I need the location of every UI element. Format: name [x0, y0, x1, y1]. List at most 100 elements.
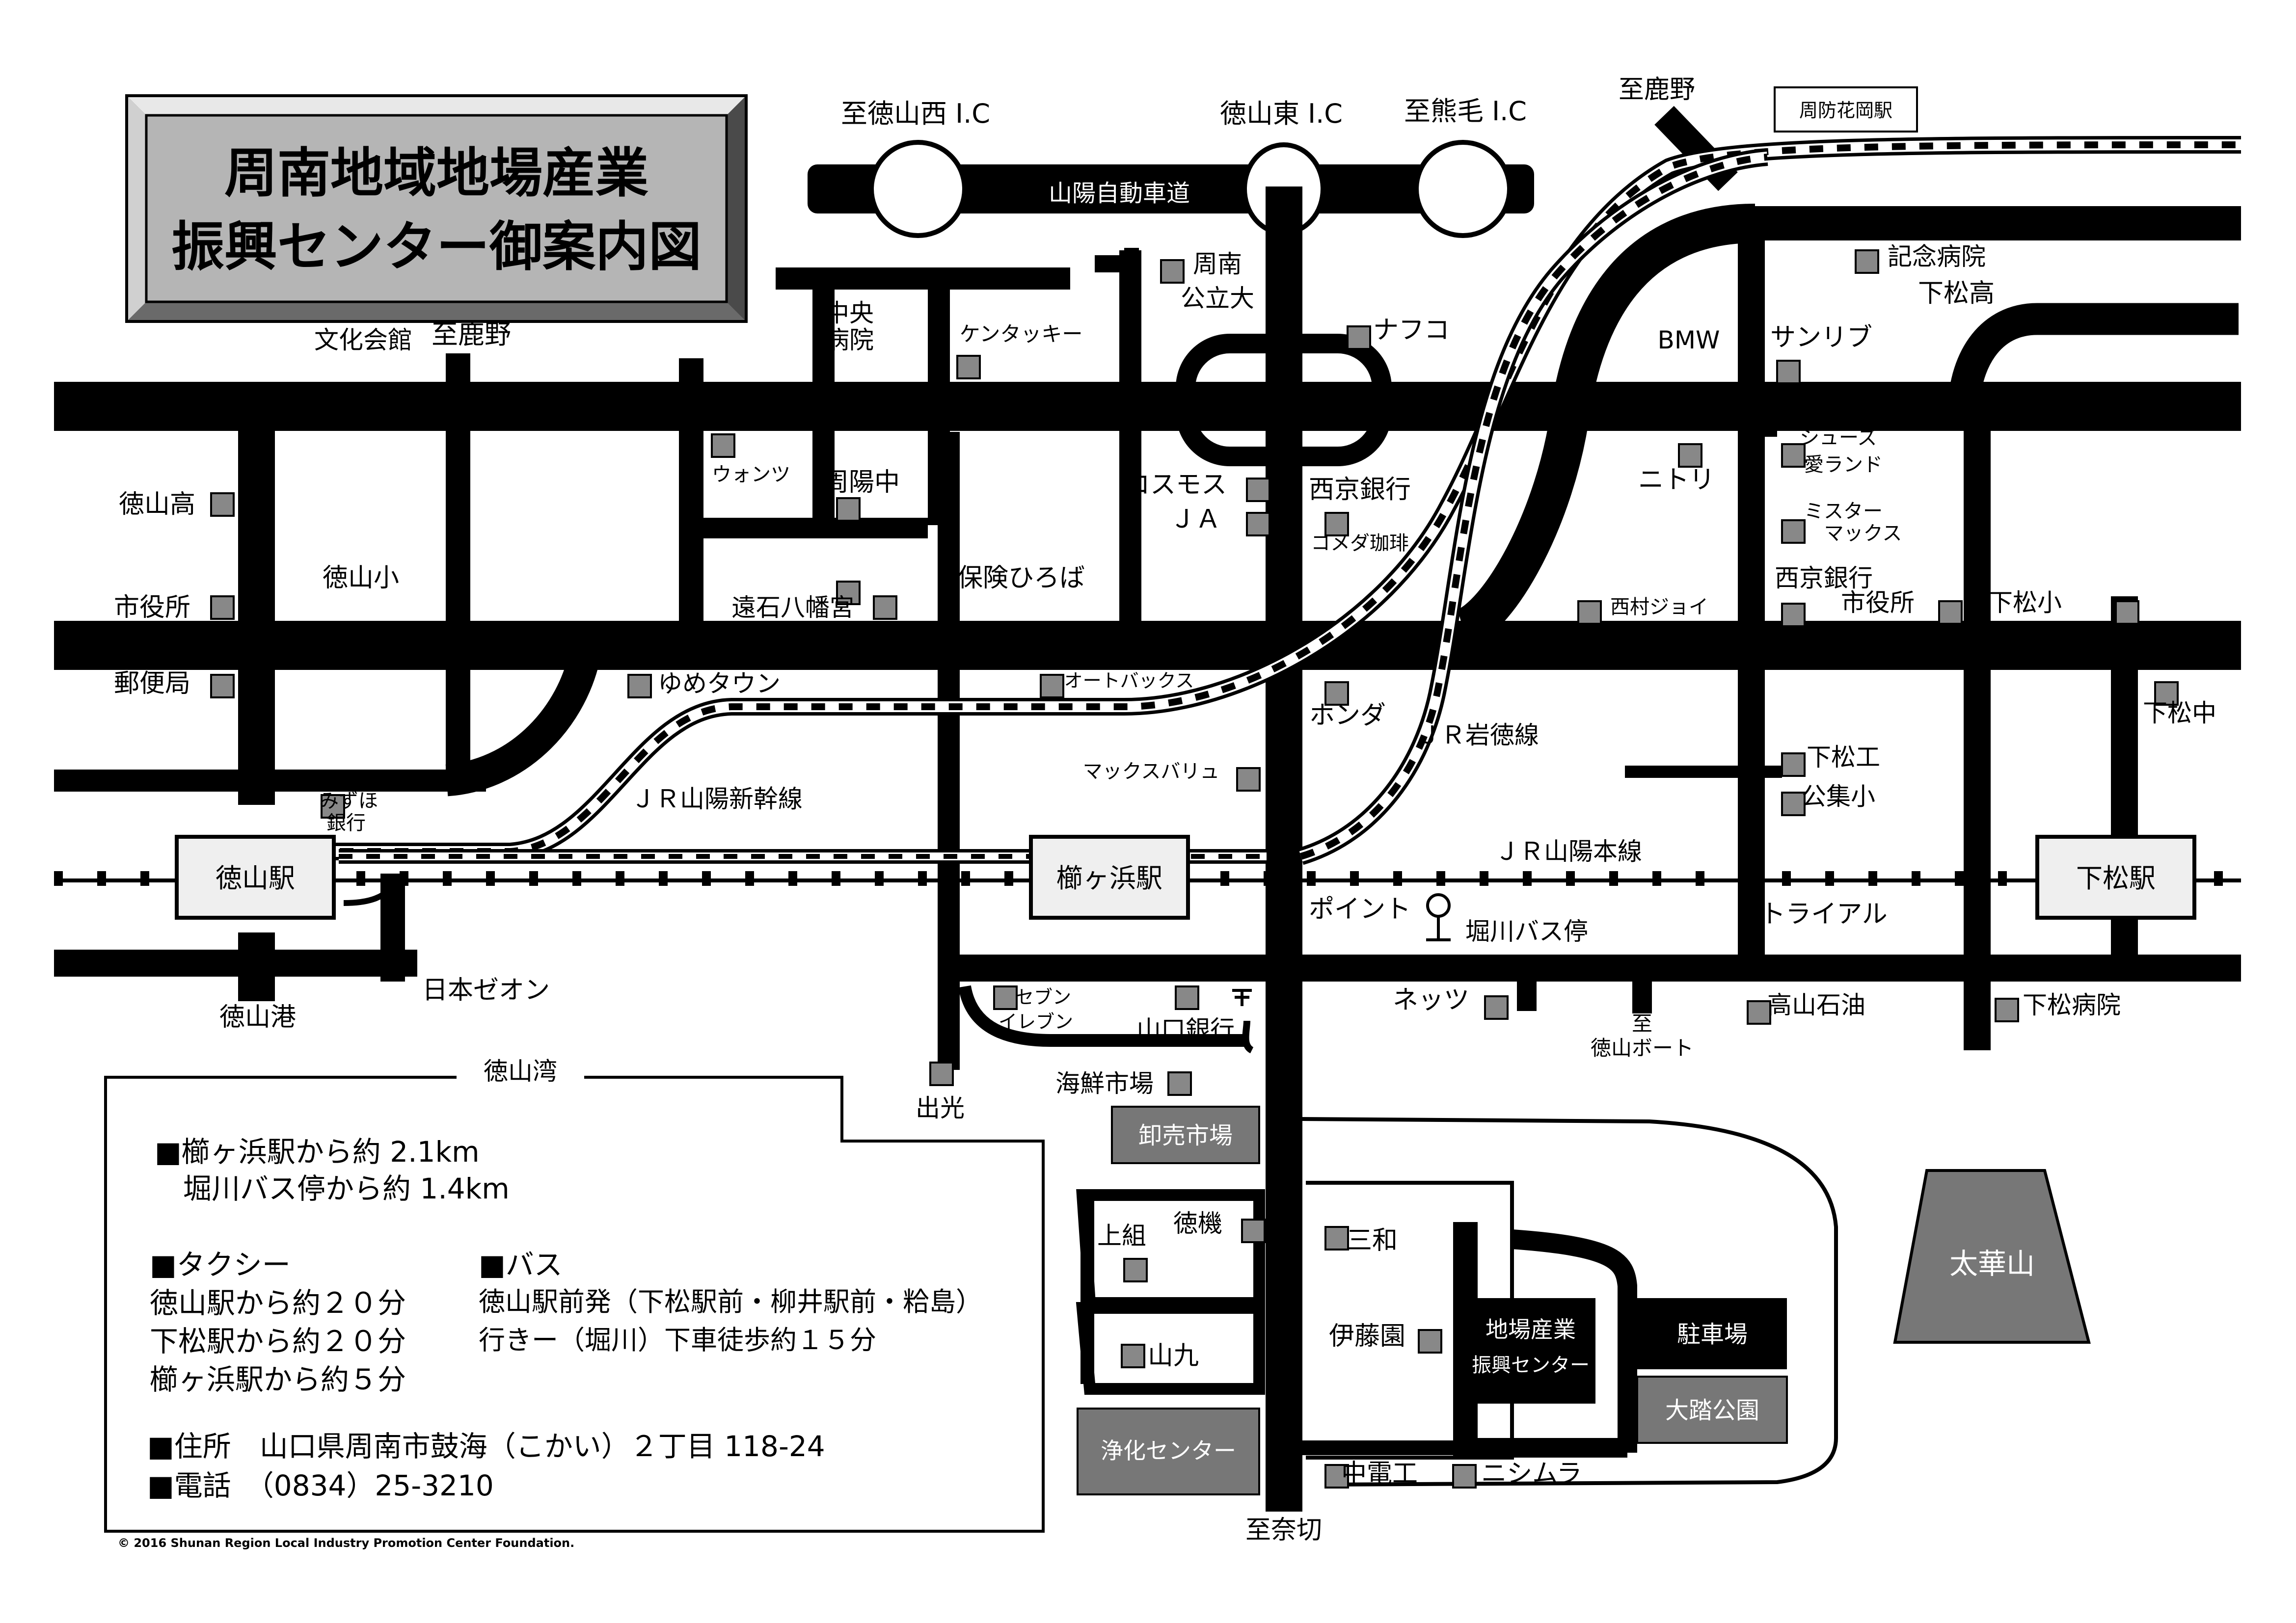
ohfumi-label: 大踏公園: [1665, 1397, 1759, 1424]
label-nishimura: ニシムラ: [1481, 1459, 1582, 1489]
landmark-marker-0: [210, 492, 235, 517]
label-hoken: 保険ひろば: [957, 563, 1085, 593]
info-distance-1: ■櫛ヶ浜駅から約 2.1km: [155, 1135, 480, 1169]
label-toishi: 遠石交差点: [893, 632, 1006, 658]
landmark-marker-32: [1776, 360, 1801, 384]
label-nets: ネッツ: [1393, 985, 1469, 1015]
bay-outline: [104, 1076, 1045, 1533]
label-yamaguchi-bank: 山口銀行: [1136, 1015, 1235, 1044]
station-suohanaoka: [1774, 86, 1918, 133]
landmark-marker-42: [1747, 1000, 1771, 1025]
label-kinen: 記念病院: [1888, 242, 1986, 271]
landmark-marker-1: [210, 595, 235, 620]
road-r366: [938, 955, 2241, 982]
label-autobacs: オートバックス: [1064, 670, 1194, 692]
label-nibancho: 二番町交差点: [386, 632, 522, 658]
label-post: 郵便局: [114, 669, 190, 698]
landmark-marker-10: [627, 674, 652, 698]
label-kudamatsu-hs: 下松高: [1918, 279, 1995, 308]
label-mizuho-1: みずほ: [319, 790, 378, 812]
label-kudamatsu-jhs: 下松中: [2143, 699, 2216, 727]
label-port-2: 徳山ボート: [1591, 1036, 1694, 1060]
info-bus-2: 行きー（堀川）下車徒歩約１５分: [479, 1325, 876, 1356]
stations: 徳山駅 櫛ヶ浜駅 下松駅 周防花岡駅: [175, 86, 2196, 920]
info-taxi-3: 櫛ヶ浜駅から約５分: [150, 1363, 406, 1396]
bay-label: 徳山湾: [484, 1057, 557, 1086]
landmark-marker-40: [1781, 792, 1806, 816]
landmark-marker-19: [1121, 1344, 1145, 1368]
label-takayama: 高山石油: [1767, 991, 1865, 1019]
landmark-marker-4: [711, 433, 735, 458]
landmark-marker-39: [1781, 752, 1806, 777]
label-city-hall2: 市役所: [1841, 588, 1915, 617]
label-zeon: 日本ゼオン: [422, 976, 550, 1005]
landmark-marker-33: [1781, 443, 1806, 468]
label-point: ポイント: [1309, 895, 1411, 924]
ic-west-label: 至徳山西 I.C: [841, 98, 990, 129]
station-tokuyama-label: 徳山駅: [216, 863, 295, 894]
label-city-hall: 市役所: [114, 593, 190, 622]
label-sanku: 山九: [1148, 1341, 1199, 1371]
taikasan-label: 太華山: [1949, 1247, 2035, 1280]
label-shinkansen: ＪＲ山陽新幹線: [631, 785, 803, 813]
info-bus-heading: ■バス: [479, 1248, 563, 1281]
landmark-marker-25: [1246, 478, 1270, 502]
landmark-marker-8: [1160, 259, 1185, 284]
station-kudamatsu-label: 下松駅: [2076, 863, 2156, 894]
title-plaque: 周南地域地場産業 振興センター御案内図: [125, 94, 748, 323]
label-kamigumi-1: 上組: [1097, 1222, 1146, 1250]
landmark-marker-31: [1855, 249, 1879, 274]
landmark-marker-14: [993, 985, 1018, 1010]
road-r347: [54, 621, 2241, 670]
label-kfc: ケンタッキー: [960, 322, 1083, 346]
landmark-marker-37: [2115, 600, 2139, 625]
label-nafuko: ナフコ: [1373, 316, 1450, 345]
landmark-marker-18: [1123, 1258, 1148, 1282]
label-seven-2: イレブン: [999, 1011, 1073, 1033]
label-kano-top: 至鹿野: [1619, 75, 1695, 105]
label-shuyo: 周陽中: [823, 468, 900, 497]
landmark-marker-20: [1324, 1226, 1349, 1251]
info-taxi-1: 徳山駅から約２０分: [150, 1286, 406, 1320]
landmark-marker-17: [1241, 1219, 1266, 1243]
landmark-markers: [210, 249, 2179, 1489]
info-bus-1: 徳山駅前発（下松駅前・柳井駅前・粭島）: [479, 1286, 982, 1317]
landmark-marker-3: [321, 794, 345, 819]
road-r2-r188: [54, 382, 2241, 431]
label-seven-1: セブン: [1015, 986, 1071, 1008]
label-shoes-2: 愛ランド: [1804, 453, 1883, 476]
label-hikari: 至光市: [2134, 394, 2201, 420]
label-gantoku: ＪＲ岩徳線: [1416, 721, 1539, 749]
label-kudamatsu-tech: 下松工: [1807, 743, 1880, 772]
landmark-marker-43: [1995, 998, 2019, 1022]
label-nitori: ニトリ: [1638, 465, 1715, 495]
landmark-marker-22: [1324, 1464, 1349, 1489]
label-idemitsu: 出光: [916, 1094, 965, 1122]
landmark-marker-24: [1347, 325, 1371, 350]
ic-kumage-circle: [1414, 140, 1512, 238]
info-taxi-heading: ■タクシー: [150, 1248, 291, 1281]
info-address: ■住所 山口県周南市鼓海（こかい）２丁目 118-24: [147, 1430, 825, 1463]
landmark-marker-35: [1781, 603, 1806, 627]
label-sunrib: サンリブ: [1770, 323, 1872, 352]
title-line-2: 振興センター御案内図: [171, 216, 702, 278]
label-chuo-2: 病院: [825, 326, 874, 354]
landmark-marker-11: [1040, 674, 1064, 698]
landmark-marker-30: [1678, 443, 1702, 468]
center-box: [1465, 1298, 1595, 1404]
label-cosmos: コスモス: [1125, 470, 1227, 500]
road-r2-upper: [1743, 206, 2241, 240]
oroshiuri-box: [1111, 1106, 1260, 1164]
label-bunka: 文化会館: [314, 326, 412, 354]
label-kudamatsu-es: 下松小: [1988, 588, 2062, 617]
copyright: © 2016 Shunan Region Local Industry Prom…: [118, 1536, 575, 1550]
landmark-marker-2: [210, 674, 235, 698]
label-youme: ゆめタウン: [658, 669, 781, 698]
info-distance-2: 堀川バス停から約 1.4km: [155, 1172, 510, 1205]
label-mitagawa: 三田川交差点: [389, 394, 524, 420]
label-kudamatsu-hosp: 下松病院: [2023, 991, 2121, 1019]
center-label-2: 振興センター: [1472, 1354, 1590, 1377]
station-tokuyama: [175, 835, 336, 920]
label-kushu-es: 公集小: [1802, 782, 1875, 811]
